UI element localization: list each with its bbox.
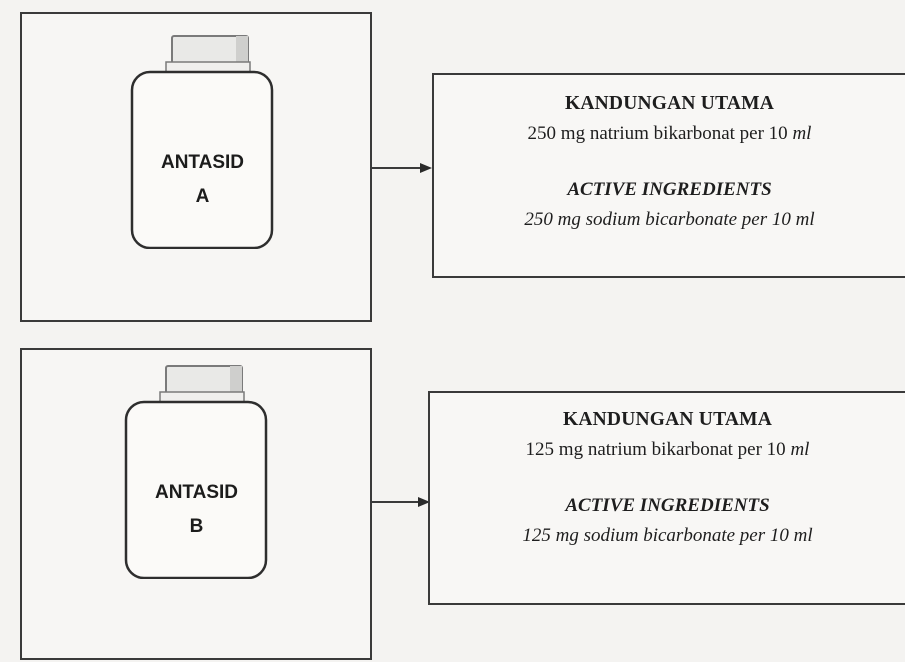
heading-english: ACTIVE INGREDIENTS: [565, 495, 770, 516]
bottle-variant: A: [195, 186, 210, 207]
antacid-a-panel: ANTASID A: [20, 12, 372, 322]
heading-english: ACTIVE INGREDIENTS: [567, 179, 772, 200]
content-english: 125 mg sodium bicarbonate per 10 ml: [522, 525, 813, 546]
bottle-icon: [124, 365, 268, 580]
bottle-label-b: ANTASID B: [124, 476, 269, 544]
arrow-right-icon: [370, 497, 430, 507]
content-malay-unit: ml: [792, 123, 812, 144]
content-malay-main: 125 mg natrium bikarbonat per 10: [525, 439, 791, 460]
content-malay-main: 250 mg natrium bikarbonat per 10: [527, 123, 793, 144]
heading-malay: KANDUNGAN UTAMA: [565, 93, 774, 114]
bottle-label-a: ANTASID A: [130, 146, 275, 214]
ingredients-box-b: KANDUNGAN UTAMA 125 mg natrium bikarbona…: [428, 391, 905, 605]
antacid-bottle-a: ANTASID A: [130, 34, 275, 250]
bottle-variant: B: [189, 516, 204, 537]
content-english: 250 mg sodium bicarbonate per 10 ml: [524, 209, 815, 230]
content-malay: 125 mg natrium bikarbonat per 10 ml: [430, 435, 905, 465]
bottle-brand: ANTASID: [160, 152, 245, 173]
antacid-bottle-b: ANTASID B: [124, 364, 269, 580]
bottle-brand: ANTASID: [154, 482, 239, 503]
bottle-icon: [130, 35, 274, 250]
antacid-b-panel: ANTASID B: [20, 348, 372, 660]
arrow-right-icon: [370, 163, 432, 173]
ingredients-box-a: KANDUNGAN UTAMA 250 mg natrium bikarbona…: [432, 73, 905, 278]
content-malay: 250 mg natrium bikarbonat per 10 ml: [434, 119, 905, 149]
content-malay-unit: ml: [790, 439, 810, 460]
heading-malay: KANDUNGAN UTAMA: [563, 409, 772, 430]
